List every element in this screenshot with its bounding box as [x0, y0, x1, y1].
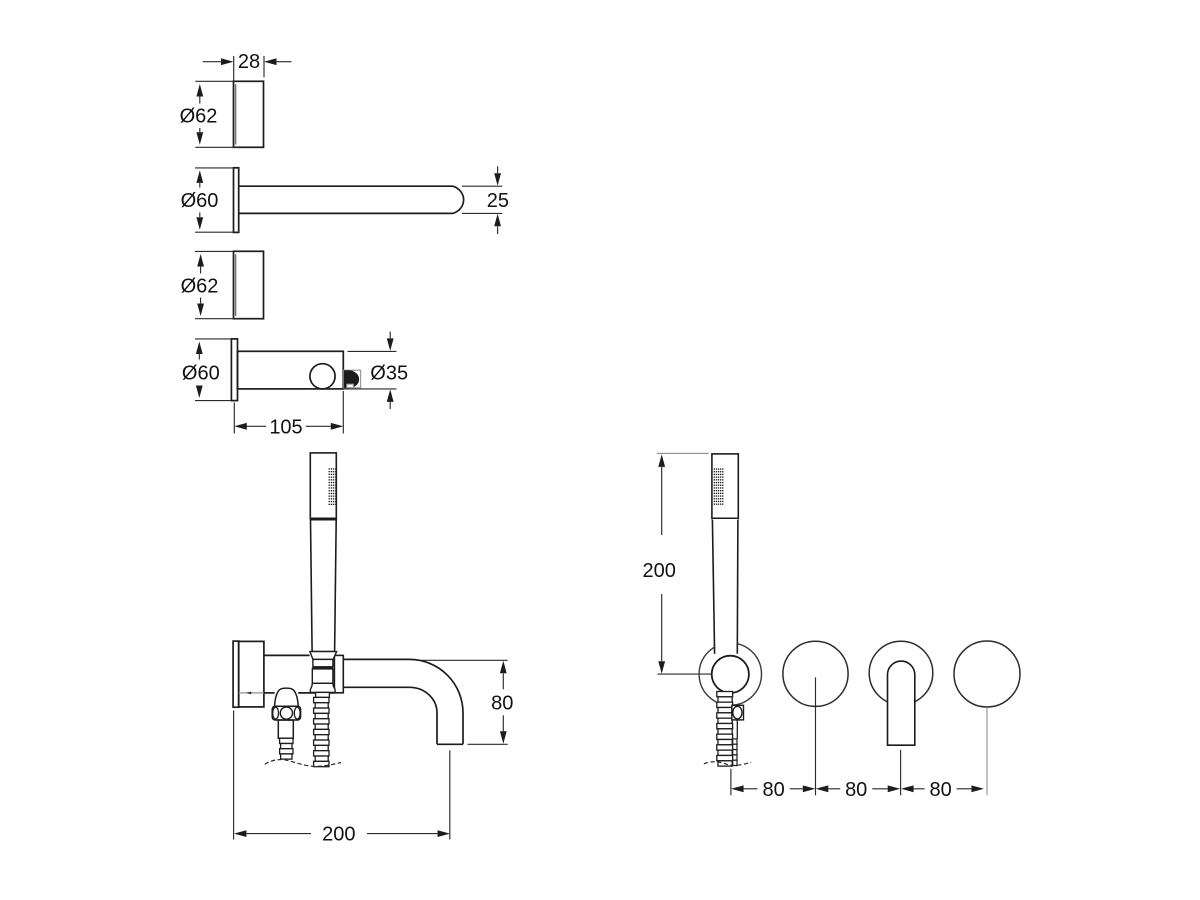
- svg-text:105: 105: [269, 416, 302, 438]
- svg-text:Ø35: Ø35: [370, 363, 408, 385]
- svg-text:Ø60: Ø60: [182, 363, 220, 385]
- svg-text:80: 80: [845, 779, 867, 801]
- svg-text:80: 80: [762, 779, 784, 801]
- svg-text:200: 200: [322, 824, 355, 846]
- svg-text:28: 28: [238, 51, 260, 73]
- svg-text:200: 200: [643, 560, 676, 582]
- svg-text:25: 25: [487, 190, 509, 212]
- svg-text:Ø62: Ø62: [181, 275, 219, 297]
- svg-text:Ø62: Ø62: [180, 105, 218, 127]
- svg-text:80: 80: [491, 692, 513, 714]
- svg-text:80: 80: [929, 779, 951, 801]
- svg-text:Ø60: Ø60: [181, 190, 219, 212]
